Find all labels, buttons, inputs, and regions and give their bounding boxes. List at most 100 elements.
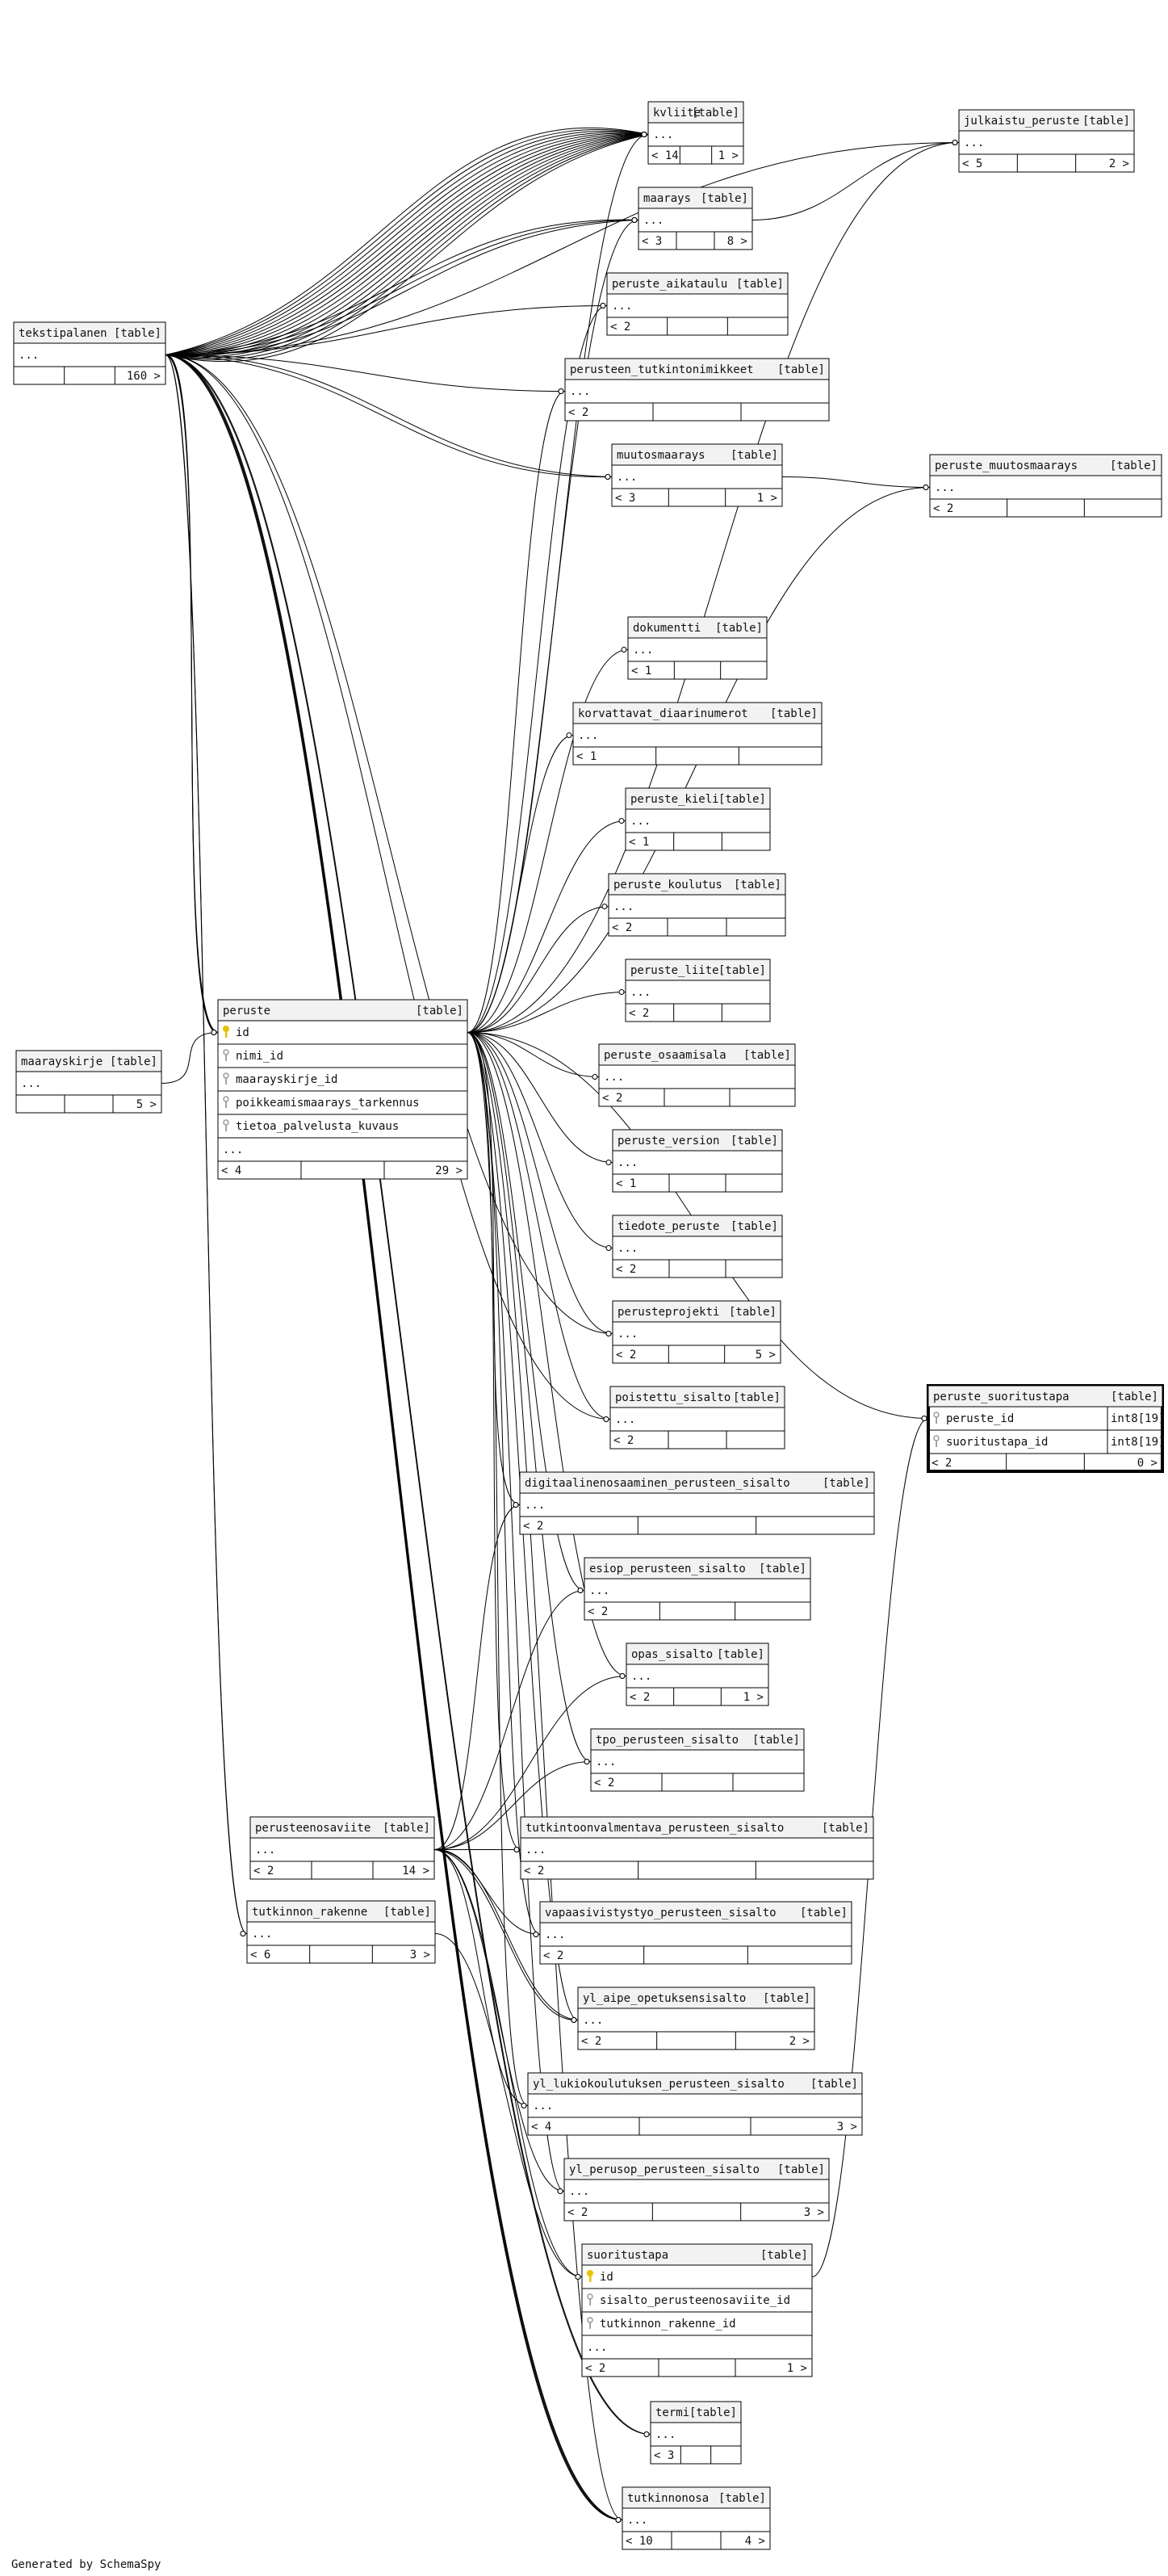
table-peruste_aikataulu[interactable]: peruste_aikataulu[table]...< 2 — [606, 272, 789, 336]
relationship-endpoint-marker — [621, 647, 627, 652]
table-peruste_liite[interactable]: peruste_liite[table]...< 2 — [625, 959, 771, 1022]
child-count-link[interactable]: 1 > — [757, 492, 777, 505]
table-poistettu_sisalto[interactable]: poistettu_sisalto[table]...< 2 — [609, 1386, 785, 1450]
table-perusteen_tutkintonimikkeet[interactable]: perusteen_tutkintonimikkeet[table]...< 2 — [564, 358, 830, 422]
parent-count-link[interactable]: < 14 — [651, 149, 679, 162]
relationship-line-perusteenosaviite-to-digitaalinenosaaminen_perusteen_sisalto — [433, 1504, 521, 1850]
parent-count-link[interactable]: < 2 — [543, 1949, 563, 1962]
parent-count-link[interactable]: < 2 — [602, 1092, 622, 1105]
parent-count-link[interactable]: < 4 — [221, 1164, 241, 1177]
table-suoritustapa[interactable]: suoritustapa[table]idsisalto_perusteenos… — [581, 2243, 813, 2377]
table-kind-label: [table] — [752, 1734, 800, 1747]
parent-count-link[interactable]: < 2 — [616, 1263, 636, 1276]
parent-count-link[interactable]: < 4 — [531, 2121, 551, 2133]
parent-count-link[interactable]: < 3 — [642, 235, 662, 248]
parent-count-link[interactable]: < 2 — [610, 321, 630, 334]
table-peruste_osaamisala[interactable]: peruste_osaamisala[table]...< 2 — [598, 1043, 796, 1107]
table-termi[interactable]: termi[table]...< 3 — [650, 2401, 742, 2465]
child-count-link[interactable]: 0 > — [1137, 1457, 1158, 1470]
child-count-link[interactable]: 2 > — [789, 2035, 810, 2048]
table-vapaasivistystyo_perusteen_sisalto[interactable]: vapaasivistystyo_perusteen_sisalto[table… — [539, 1901, 852, 1965]
parent-count-link[interactable]: < 3 — [654, 2449, 674, 2462]
table-yl_perusop_perusteen_sisalto[interactable]: yl_perusop_perusteen_sisalto[table]...< … — [563, 2158, 830, 2221]
parent-count-link[interactable]: < 1 — [629, 836, 649, 849]
table-peruste_kieli[interactable]: peruste_kieli[table]...< 1 — [625, 787, 771, 851]
relationship-endpoint-marker — [211, 1030, 217, 1035]
parent-count-link[interactable]: < 1 — [576, 750, 597, 763]
child-count-link[interactable]: 1 > — [743, 1691, 764, 1704]
column-more: ... — [655, 2428, 676, 2441]
parent-count-link[interactable]: < 2 — [567, 2206, 588, 2219]
table-name: peruste_version — [617, 1135, 719, 1147]
parent-count-link[interactable]: < 2 — [933, 502, 953, 515]
table-maarayskirje[interactable]: maarayskirje[table]...5 > — [15, 1050, 162, 1114]
table-peruste_version[interactable]: peruste_version[table]...< 1 — [612, 1129, 783, 1193]
parent-count-link[interactable]: < 2 — [612, 921, 632, 934]
parent-count-link[interactable]: < 2 — [581, 2035, 601, 2048]
parent-count-link[interactable]: < 10 — [626, 2535, 653, 2548]
table-tpo_perusteen_sisalto[interactable]: tpo_perusteen_sisalto[table]...< 2 — [590, 1728, 805, 1792]
table-name: tutkinnonosa — [627, 2492, 709, 2505]
child-count-link[interactable]: 29 > — [435, 1164, 463, 1177]
table-kind-label: [table] — [718, 2492, 766, 2505]
relationship-line-tekstipalanen-to-kvliite — [165, 134, 649, 358]
table-peruste_koulutus[interactable]: peruste_koulutus[table]...< 2 — [608, 873, 786, 937]
table-digitaalinenosaaminen_perusteen_sisalto[interactable]: digitaalinenosaaminen_perusteen_sisalto[… — [519, 1471, 875, 1535]
parent-count-link[interactable]: < 1 — [631, 665, 651, 678]
parent-count-link[interactable]: < 2 — [568, 406, 588, 419]
child-count-link[interactable]: 3 > — [410, 1949, 430, 1961]
relationship-endpoint-marker — [605, 1331, 612, 1336]
parent-count-link[interactable]: < 3 — [615, 492, 635, 505]
table-tutkintoonvalmentava_perusteen_sisalto[interactable]: tutkintoonvalmentava_perusteen_sisalto[t… — [520, 1816, 874, 1880]
parent-count-link[interactable]: < 2 — [613, 1434, 634, 1447]
relationship-endpoint-marker — [240, 1931, 246, 1936]
table-peruste_muutosmaarays[interactable]: peruste_muutosmaarays[table]...< 2 — [929, 454, 1162, 518]
parent-count-link[interactable]: < 2 — [630, 1691, 650, 1704]
table-yl_lukiokoulutuksen_perusteen_sisalto[interactable]: yl_lukiokoulutuksen_perusteen_sisalto[ta… — [527, 2072, 863, 2136]
child-count-link[interactable]: 14 > — [402, 1865, 429, 1877]
child-count-link[interactable]: 5 > — [756, 1349, 776, 1361]
parent-count-link[interactable]: < 2 — [585, 2362, 605, 2375]
child-count-link[interactable]: 1 > — [787, 2362, 807, 2375]
child-count-link[interactable]: 160 > — [127, 370, 161, 383]
table-peruste[interactable]: peruste[table]idnimi_idmaarayskirje_idpo… — [217, 999, 468, 1180]
parent-count-link[interactable]: < 5 — [962, 157, 982, 170]
parent-count-link[interactable]: < 2 — [629, 1007, 649, 1020]
table-korvattavat_diaarinumerot[interactable]: korvattavat_diaarinumerot[table]...< 1 — [572, 702, 823, 766]
child-count-link[interactable]: 3 > — [804, 2206, 824, 2219]
table-esiop_perusteen_sisalto[interactable]: esiop_perusteen_sisalto[table]...< 2 — [584, 1557, 811, 1621]
parent-count-link[interactable]: < 2 — [523, 1520, 543, 1533]
table-header-bg — [565, 359, 829, 380]
parent-count-link[interactable]: < 2 — [588, 1605, 608, 1618]
column-more: ... — [19, 349, 39, 362]
parent-count-link[interactable]: < 1 — [616, 1177, 636, 1190]
parent-count-link[interactable]: < 2 — [253, 1865, 274, 1877]
table-dokumentti[interactable]: dokumentti[table]...< 1 — [627, 616, 768, 680]
child-count-link[interactable]: 4 > — [745, 2535, 765, 2548]
child-count-link[interactable]: 8 > — [727, 235, 747, 248]
table-kind-label: [table] — [777, 2163, 825, 2176]
child-count-link[interactable]: 1 > — [718, 149, 739, 162]
parent-count-link[interactable]: < 2 — [594, 1777, 614, 1789]
child-count-link[interactable]: 2 > — [1109, 157, 1129, 170]
child-count-link[interactable]: 5 > — [136, 1098, 157, 1111]
parent-count-link[interactable]: < 2 — [524, 1865, 544, 1877]
parent-count-link[interactable]: < 6 — [250, 1949, 270, 1961]
table-tiedote_peruste[interactable]: tiedote_peruste[table]...< 2 — [612, 1215, 783, 1278]
parent-count-link[interactable]: < 2 — [931, 1457, 952, 1470]
table-tekstipalanen[interactable]: tekstipalanen[table]...160 > — [13, 321, 166, 385]
parent-count-link[interactable]: < 2 — [616, 1349, 636, 1361]
child-count-link[interactable]: 3 > — [837, 2121, 857, 2133]
